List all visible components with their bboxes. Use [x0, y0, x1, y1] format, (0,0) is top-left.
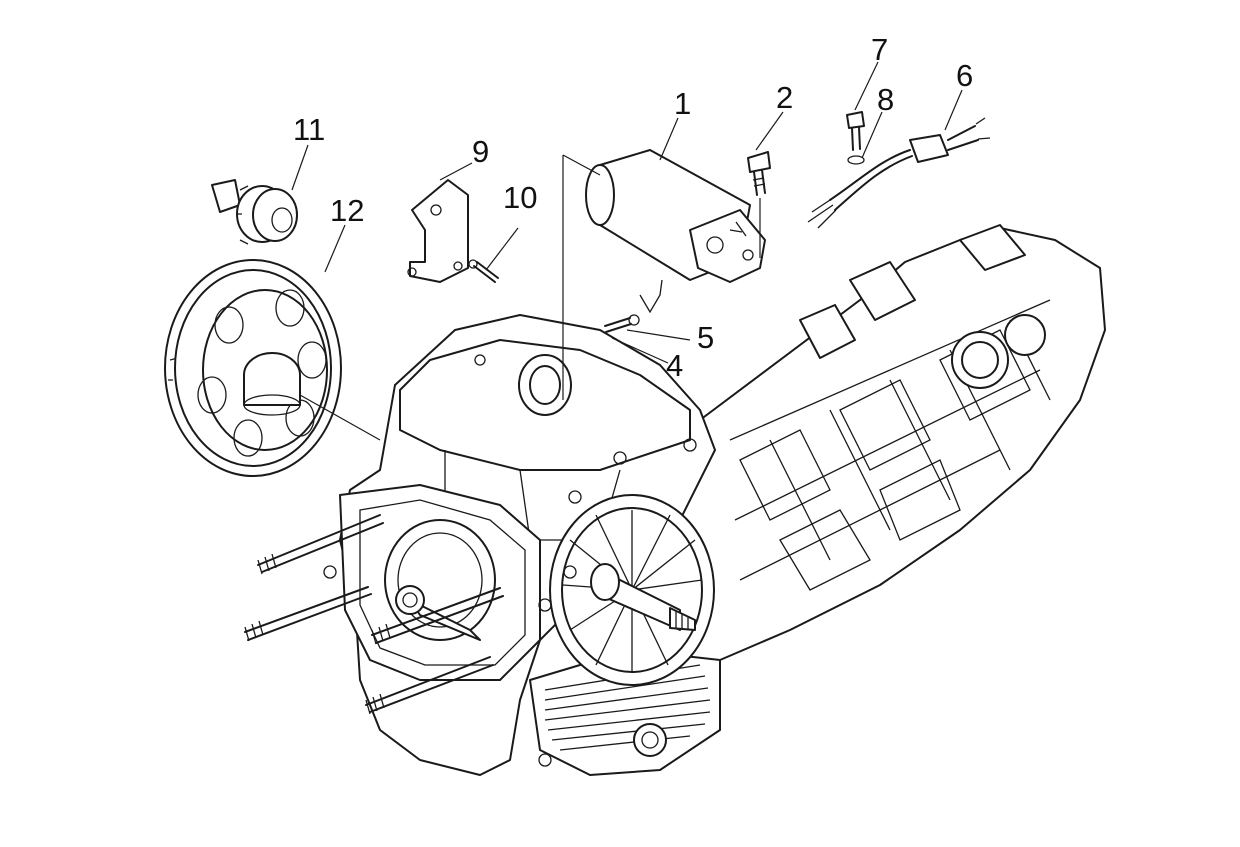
wiring-harness — [807, 117, 991, 229]
starter-bolt — [747, 151, 771, 258]
callout-2: 2 — [776, 80, 793, 115]
crankcase — [323, 224, 1106, 776]
leader-lines — [291, 61, 963, 400]
starter-ring-gear — [164, 259, 381, 477]
starter-motor — [585, 149, 766, 283]
callout-9: 9 — [472, 134, 489, 169]
callout-8: 8 — [877, 82, 894, 117]
callout-12: 12 — [330, 193, 364, 228]
callout-4: 4 — [666, 348, 683, 383]
callout-labels: 1 2 4 5 6 7 8 9 10 11 12 — [293, 32, 973, 383]
callout-7: 7 — [871, 32, 888, 67]
harness-bolt — [846, 111, 865, 165]
bracket — [407, 179, 469, 283]
callout-6: 6 — [956, 58, 973, 93]
bracket-screw — [468, 259, 499, 283]
idler-gear-assembly — [211, 179, 298, 245]
callout-5: 5 — [697, 320, 714, 355]
cylinder-studs — [244, 514, 504, 715]
terminal-screw — [604, 279, 663, 333]
callout-10: 10 — [503, 180, 537, 215]
callout-11: 11 — [293, 112, 325, 147]
callout-1: 1 — [674, 86, 691, 121]
